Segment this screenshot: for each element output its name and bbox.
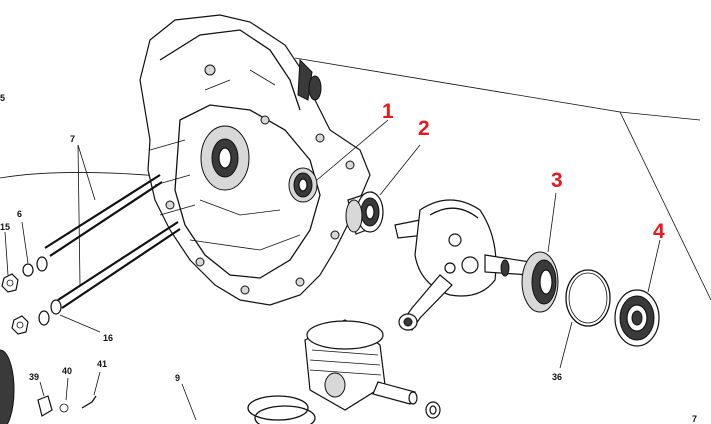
seal-part-3 — [521, 192, 559, 313]
part-number-9: 9 — [175, 373, 180, 383]
callout-3: 3 — [551, 169, 563, 192]
part-number-6: 6 — [17, 209, 22, 219]
nuts-washers — [1, 221, 101, 335]
part-number-41: 41 — [97, 359, 107, 369]
circlip-36 — [559, 269, 611, 369]
part-number-16: 16 — [103, 333, 113, 343]
small-parts — [0, 349, 197, 424]
part-number-labels: 5 7 15 6 16 39 40 41 9 36 7 — [0, 93, 697, 424]
callout-1: 1 — [382, 100, 394, 123]
part-number-39: 39 — [29, 372, 39, 382]
part-number-40: 40 — [62, 366, 72, 376]
part-number-7-upper: 7 — [70, 134, 75, 144]
callout-4: 4 — [653, 220, 665, 243]
reference-lines — [0, 57, 711, 301]
part-number-5: 5 — [0, 93, 5, 103]
bearing-part-4 — [614, 239, 661, 347]
crankcase-studs — [44, 144, 181, 309]
piston-rings — [247, 395, 316, 424]
gudgeon-pin — [372, 381, 441, 419]
part-number-15: 15 — [0, 222, 10, 232]
part-number-7-lower: 7 — [692, 414, 697, 424]
piston — [304, 319, 386, 411]
part-number-36: 36 — [552, 372, 562, 382]
crankcase-half — [139, 14, 371, 306]
red-callouts: 1 2 3 4 — [382, 100, 665, 243]
crankshaft — [394, 199, 531, 331]
bearing-part-2 — [345, 144, 421, 235]
bearing-part-1 — [288, 119, 389, 203]
callout-2: 2 — [418, 117, 430, 140]
